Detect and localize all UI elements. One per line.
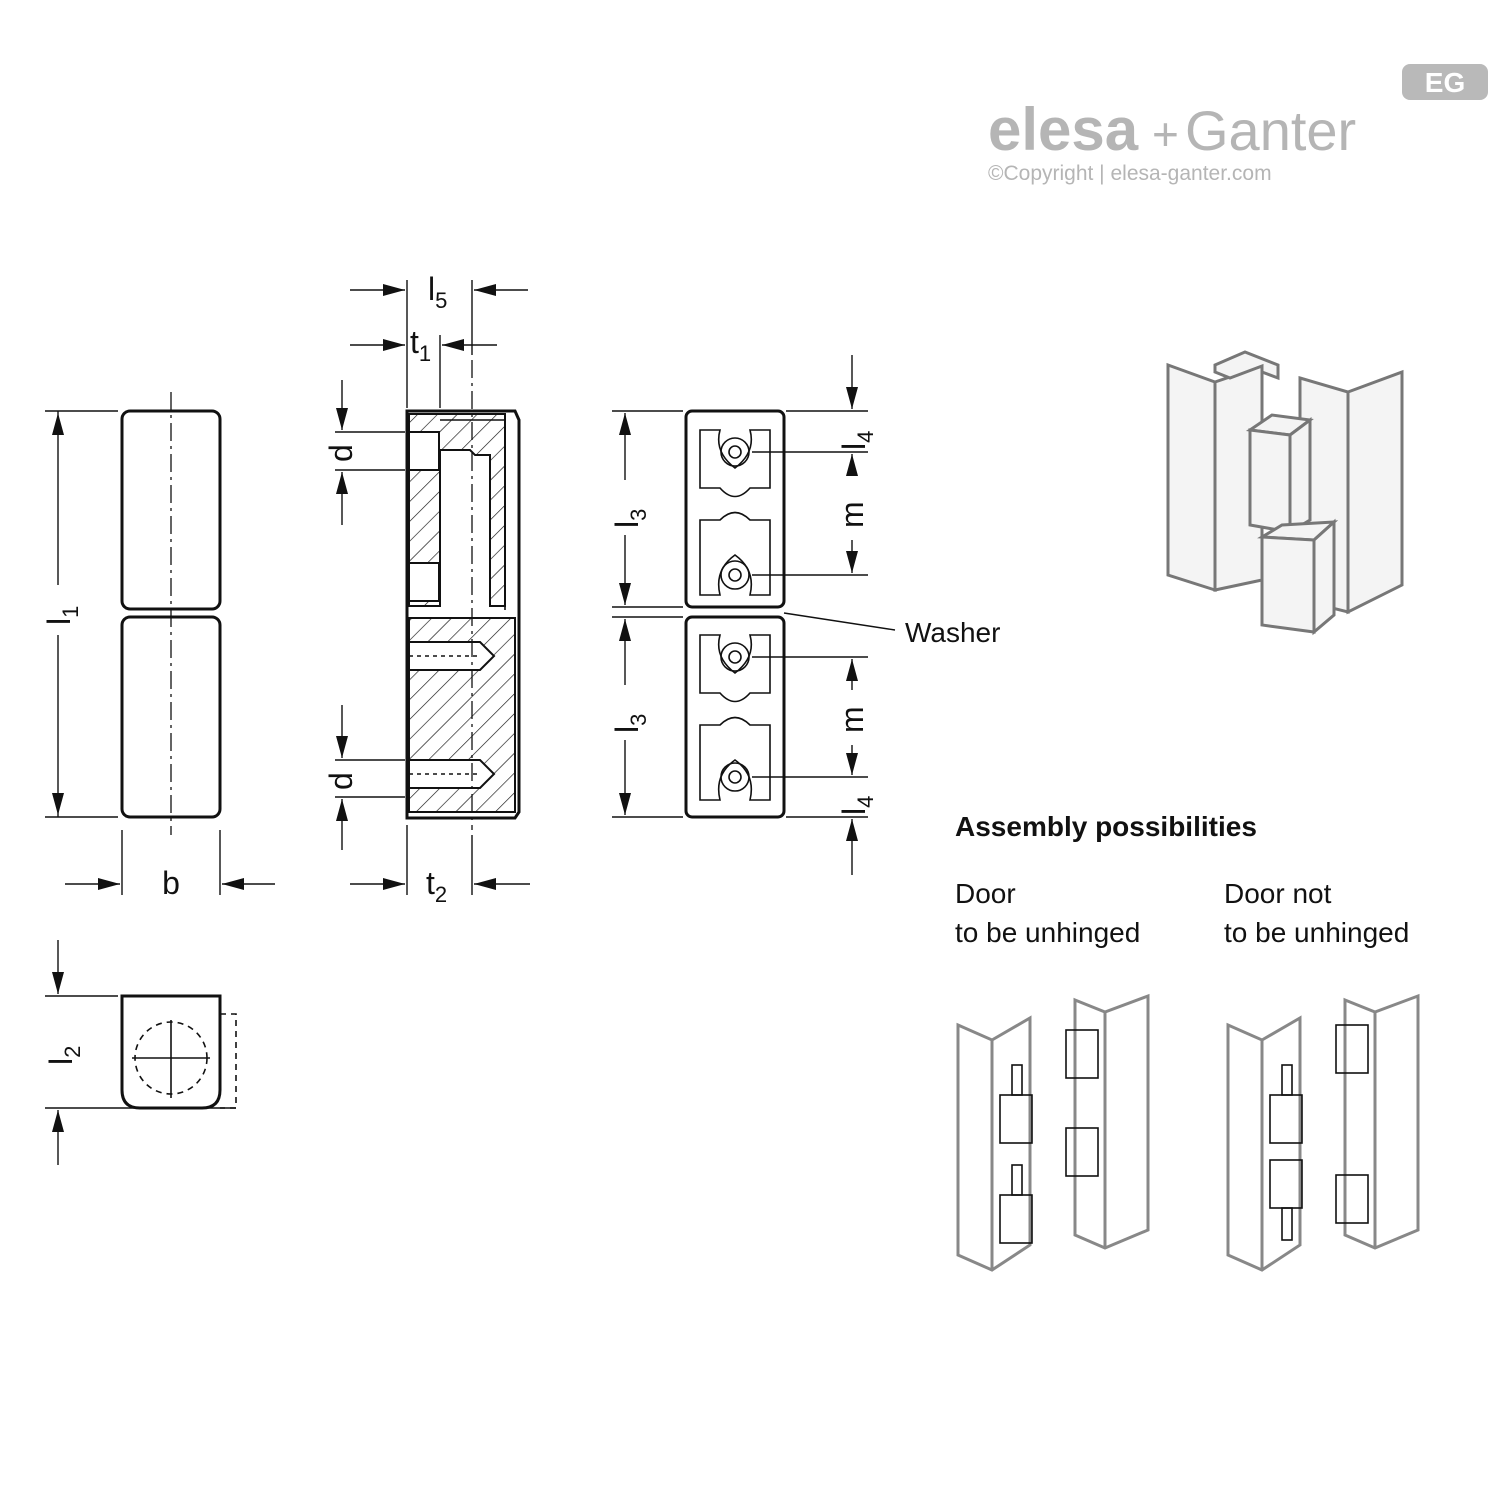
label-l2: l2 <box>43 1046 85 1065</box>
logo-brand-plus: + <box>1152 108 1179 160</box>
assembly-option1-illustration <box>956 993 1150 1272</box>
label-l3-top: l3 <box>609 509 651 528</box>
top-view <box>45 940 237 1165</box>
label-l4-top: l4 <box>836 431 878 450</box>
label-d-bottom: d <box>323 772 359 790</box>
logo-brand-right: Ganter <box>1185 99 1356 162</box>
assembly-option2-line2: to be unhinged <box>1224 917 1409 948</box>
logo-brand-left: elesa <box>988 96 1139 163</box>
label-m-bottom: m <box>834 706 870 733</box>
eg-badge-text: EG <box>1425 67 1465 98</box>
assembly-title: Assembly possibilities <box>955 811 1257 842</box>
section-view <box>335 280 530 895</box>
hinge-3d-illustration <box>1166 350 1404 636</box>
assembly-option1-line2: to be unhinged <box>955 917 1140 948</box>
label-m-top: m <box>834 501 870 528</box>
elesa-ganter-logo: EG elesa + Ganter ©Copyright | elesa-gan… <box>988 64 1488 185</box>
label-l1: l1 <box>41 606 83 625</box>
label-l4-bottom: l4 <box>836 796 878 815</box>
label-t1: t1 <box>410 324 431 366</box>
label-b: b <box>162 865 180 901</box>
assembly-option2-line1: Door not <box>1224 878 1332 909</box>
label-t2: t2 <box>426 865 447 907</box>
assembly-option1-line1: Door <box>955 878 1016 909</box>
eg-badge <box>1402 64 1488 100</box>
assembly-option2-illustration <box>1226 993 1420 1272</box>
rear-view <box>612 355 896 875</box>
logo-copyright: ©Copyright | elesa-ganter.com <box>988 162 1272 185</box>
label-l5: l5 <box>428 271 447 313</box>
label-l3-bottom: l3 <box>609 714 651 733</box>
front-view <box>45 392 275 895</box>
label-d-top: d <box>323 444 359 462</box>
label-washer: Washer <box>905 617 1000 648</box>
